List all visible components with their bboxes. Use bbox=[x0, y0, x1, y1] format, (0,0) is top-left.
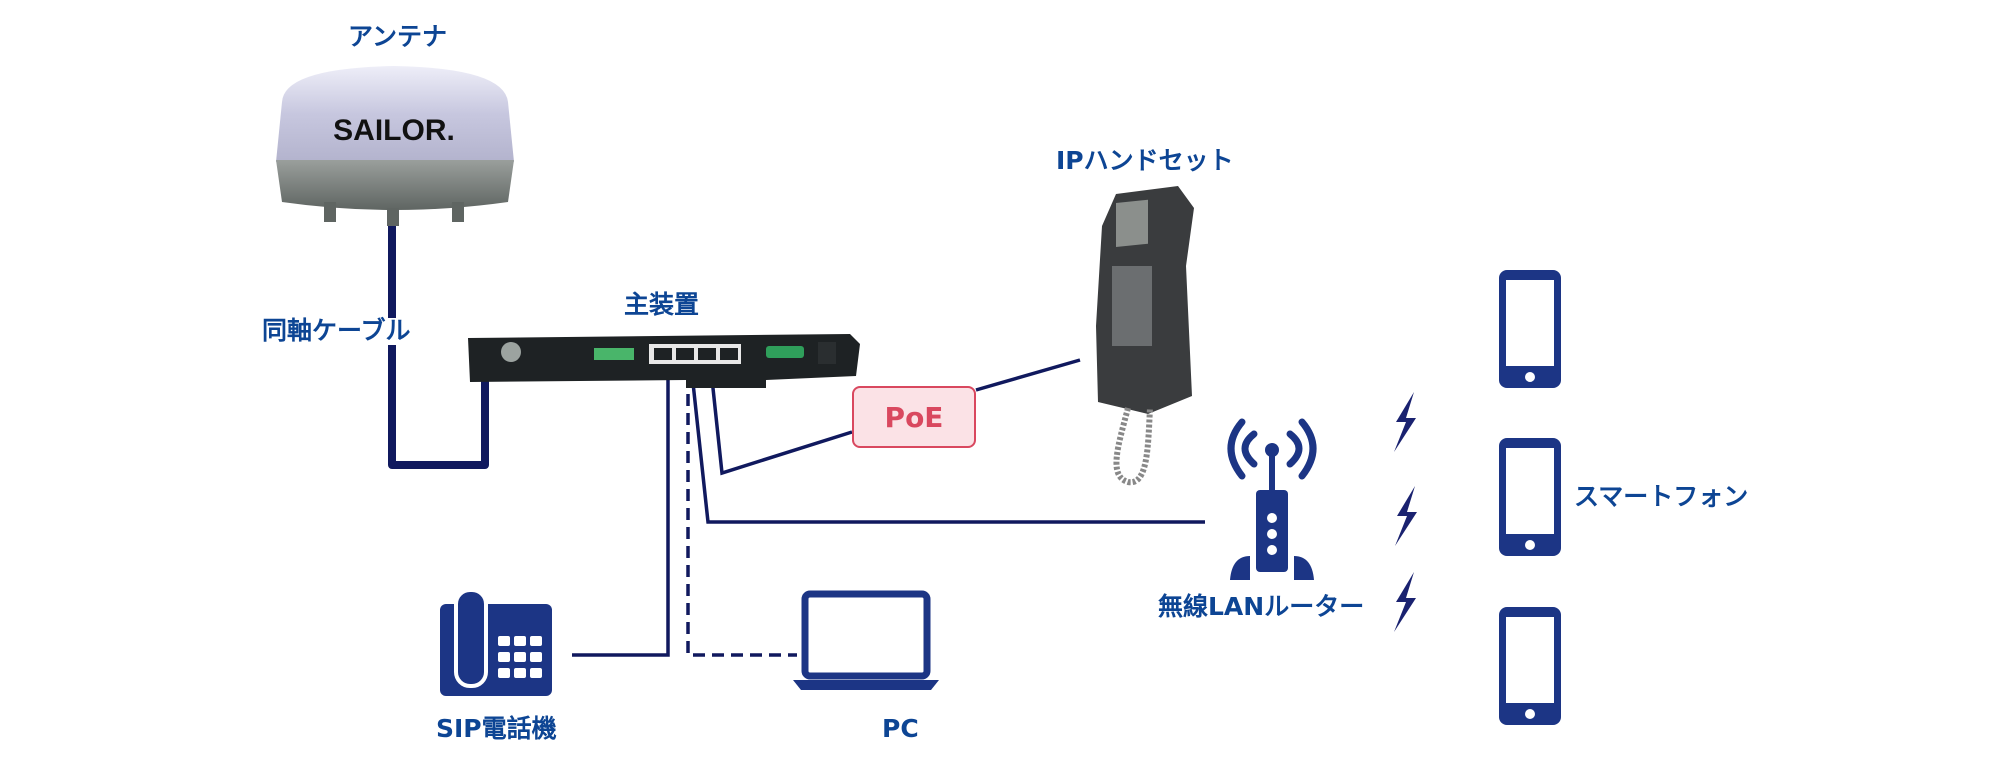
smartphone-icon bbox=[1499, 607, 1561, 725]
wifi-router-icon bbox=[1227, 418, 1317, 580]
antenna-brand: SAILOR. bbox=[333, 114, 455, 147]
sip-phone-line bbox=[572, 355, 670, 657]
sip-phone-label: SIP電話機 bbox=[436, 714, 557, 743]
pc-dashed-line bbox=[686, 375, 797, 657]
antenna-label: アンテナ bbox=[348, 22, 448, 51]
coax-cable-line bbox=[388, 222, 489, 469]
sip-phone-icon bbox=[440, 590, 552, 696]
antenna-device: SAILOR. bbox=[276, 66, 514, 226]
laptop-icon bbox=[793, 590, 939, 690]
wifi-router-label: 無線LANルーター bbox=[1158, 592, 1365, 621]
smartphone-icon bbox=[1499, 270, 1561, 388]
smartphone-label: スマートフォン bbox=[1574, 482, 1749, 511]
wireless-signal-icon bbox=[1395, 486, 1417, 546]
smartphone-icon bbox=[1499, 438, 1561, 556]
pc-label: PC bbox=[882, 714, 919, 743]
ip-handset-label: IPハンドセット bbox=[1056, 146, 1234, 175]
main-unit-label: 主装置 bbox=[624, 290, 700, 319]
poe-badge: PoE bbox=[852, 386, 976, 448]
wireless-signal-icon bbox=[1394, 572, 1416, 632]
coax-cable-label: 同軸ケーブル bbox=[262, 316, 411, 345]
ip-handset-line bbox=[708, 358, 1081, 476]
wifi-router-line bbox=[688, 354, 1205, 524]
ip-handset-device bbox=[1096, 186, 1194, 486]
main-unit-device bbox=[468, 334, 860, 388]
wireless-signal-icon bbox=[1394, 392, 1416, 452]
